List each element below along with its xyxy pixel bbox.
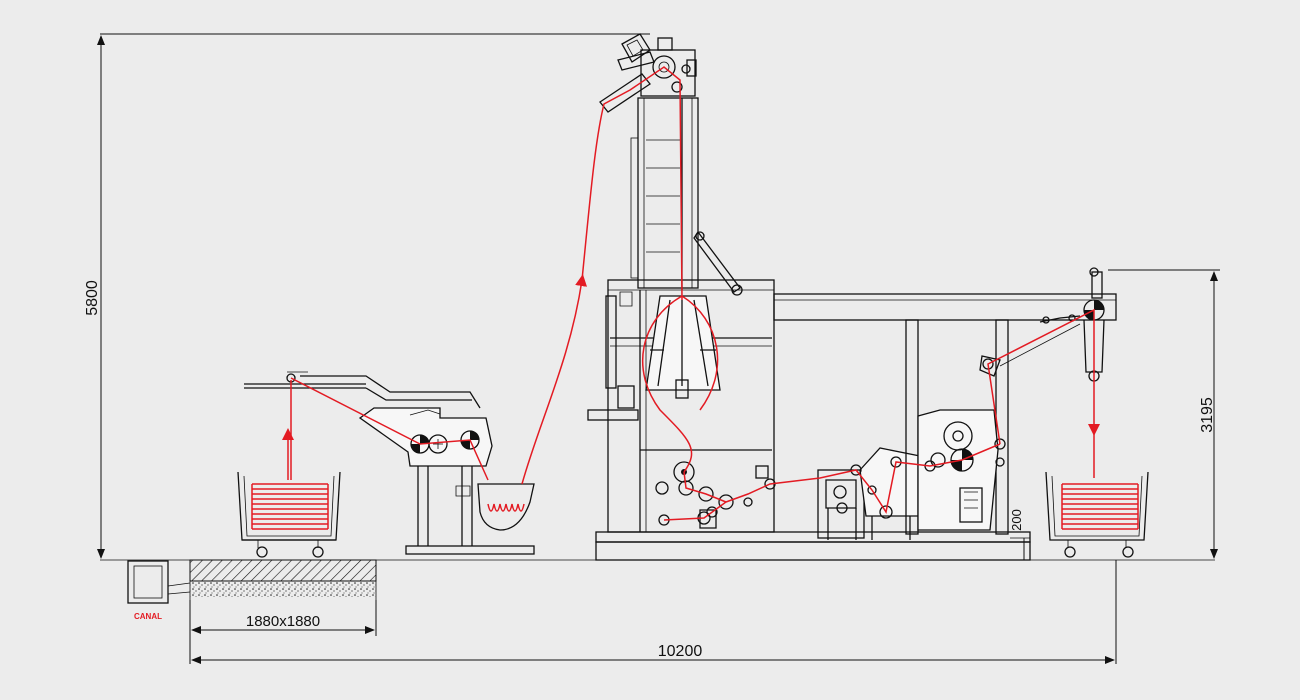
canal-label: CANAL — [134, 612, 162, 621]
dimension-pit-size-label: 1880x1880 — [246, 613, 320, 630]
foundation-pit — [189, 559, 377, 600]
right-fabric-cart — [1045, 471, 1149, 558]
canal-box — [127, 560, 191, 604]
dimension-total-height — [97, 33, 650, 559]
dimension-pit-size — [189, 600, 377, 636]
dimension-right-height — [1108, 269, 1220, 559]
main-frame — [587, 279, 1031, 561]
right-fabric-stack — [1061, 483, 1139, 530]
top-beam — [773, 293, 1117, 321]
fabric-path — [282, 66, 1100, 521]
middle-unit — [755, 447, 921, 540]
hydro-tower — [599, 33, 743, 296]
left-fabric-cart — [237, 471, 341, 558]
dimension-base-offset-label: 200 — [1009, 509, 1024, 531]
left-fabric-stack — [251, 483, 329, 530]
dimension-right-height-label: 3195 — [1199, 397, 1216, 433]
dimension-total-length-label: 10200 — [658, 643, 703, 660]
j-box-bin — [477, 483, 535, 531]
dimension-total-length — [189, 560, 1117, 664]
calender-unit — [905, 319, 1081, 535]
dimension-base-offset — [1010, 537, 1030, 560]
dimension-total-height-label: 5800 — [84, 280, 101, 316]
